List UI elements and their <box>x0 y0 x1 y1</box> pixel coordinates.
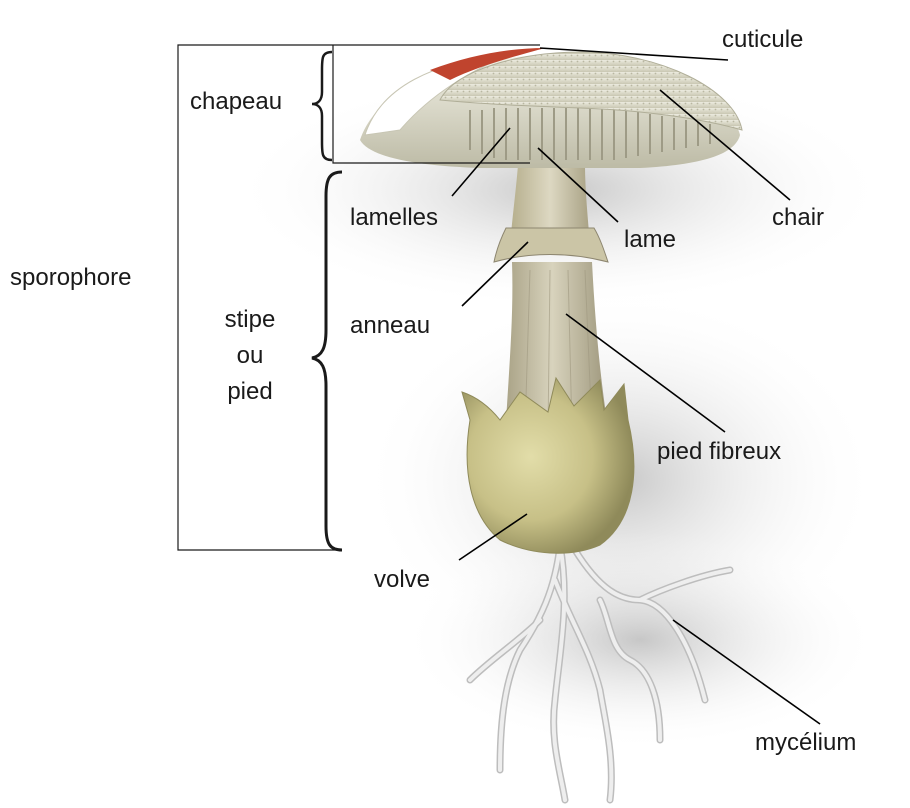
chapeau-brace <box>311 50 333 162</box>
stipe-brace <box>311 170 343 552</box>
volva-shape <box>461 376 635 554</box>
cuticle-red-band <box>430 48 545 80</box>
ring-shape <box>493 227 609 263</box>
label-chair: chair <box>772 204 825 231</box>
label-pied-fibreux: pied fibreux <box>657 438 782 465</box>
leader-chair <box>659 89 791 201</box>
label-mycelium: mycélium <box>755 729 857 756</box>
label-lame: lame <box>624 226 677 253</box>
stem-lower <box>505 262 610 440</box>
leader-lamelles <box>451 127 511 197</box>
label-anneau: anneau <box>350 312 431 339</box>
leader-cuticule <box>539 47 729 61</box>
leader-anneau <box>461 241 529 307</box>
ground-shadow <box>400 530 880 750</box>
leader-lame <box>537 147 619 223</box>
leader-pied-fibreux <box>565 313 726 433</box>
sporophore-bracket <box>177 44 335 551</box>
label-sporophore: sporophore <box>10 264 132 291</box>
label-cuticule: cuticule <box>722 26 804 53</box>
label-volve: volve <box>374 566 431 593</box>
label-stipe-line2: ou <box>236 342 264 369</box>
mycelium-roots <box>466 541 734 804</box>
label-chapeau: chapeau <box>190 88 283 115</box>
label-stipe-line3: pied <box>227 378 273 405</box>
stem-upper <box>510 165 590 245</box>
leader-volve <box>458 513 528 561</box>
label-lamelles: lamelles <box>350 204 439 231</box>
leader-lines <box>451 47 821 725</box>
label-stipe-line1: stipe <box>224 306 276 333</box>
label-stipe-group: stipe ou pied <box>210 302 290 410</box>
gills <box>469 108 711 160</box>
chapeau-box <box>332 45 530 164</box>
leader-mycelium <box>672 619 821 725</box>
cap-flesh <box>439 51 743 131</box>
